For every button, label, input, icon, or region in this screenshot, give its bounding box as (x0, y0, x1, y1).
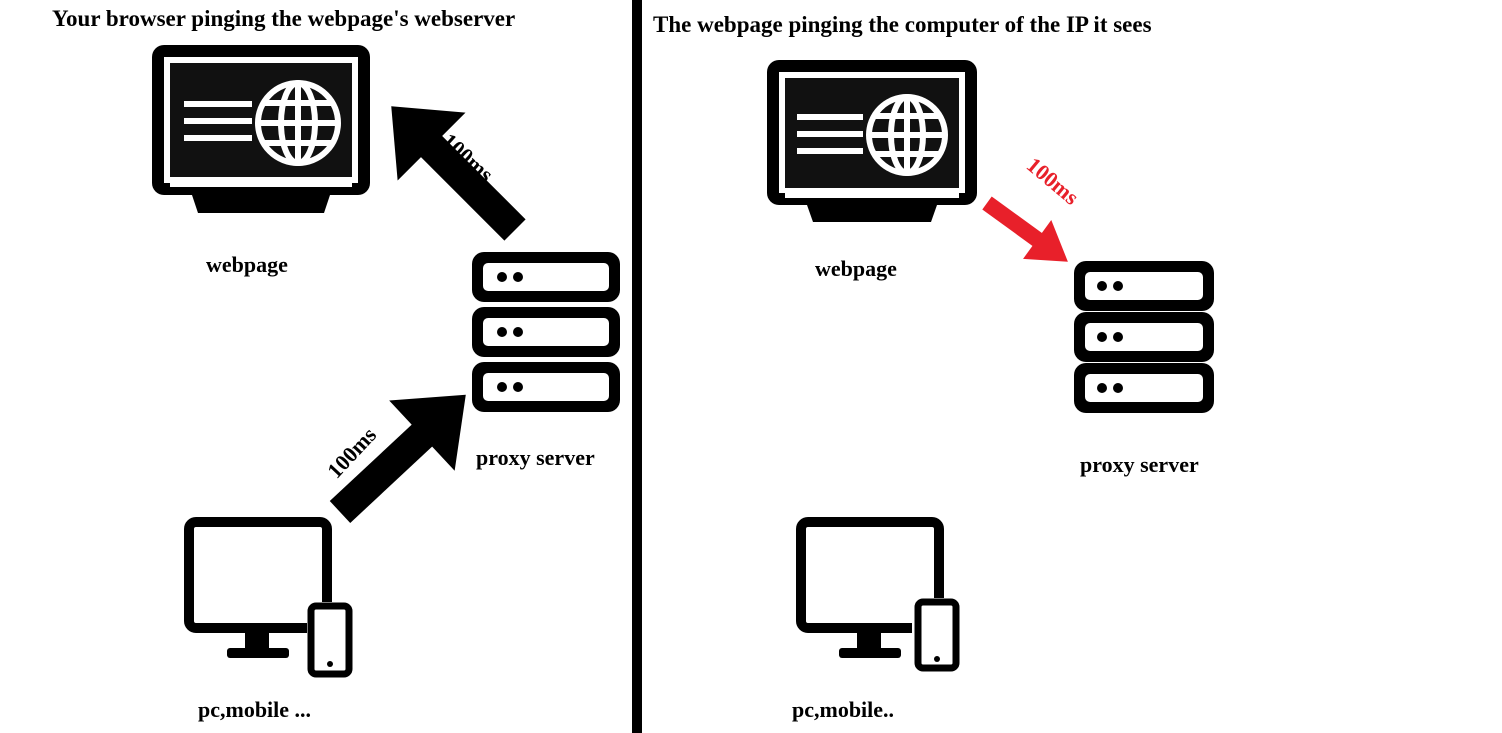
arrow-icon (982, 196, 1068, 262)
panel-divider (632, 0, 642, 733)
right-panel: The webpage pinging the computer of the … (642, 0, 1502, 733)
client-label: pc,mobile.. (792, 697, 895, 722)
proxy-server-label: proxy server (476, 445, 595, 470)
proxy-server-label: proxy server (1080, 452, 1199, 477)
proxy-server-icon (1074, 261, 1214, 413)
left-diagram (152, 45, 620, 678)
arrow-icon (329, 394, 466, 523)
left-panel: Your browser pinging the webpage's webse… (0, 0, 632, 733)
arrow-icon (391, 106, 526, 241)
webpage-label: webpage (815, 256, 897, 281)
client-label: pc,mobile ... (198, 697, 312, 722)
proxy-server-icon (472, 252, 620, 412)
right-diagram (767, 60, 1214, 672)
webpage-monitor-icon (767, 60, 977, 222)
pc-mobile-icon (796, 517, 962, 672)
webpage-label: webpage (206, 252, 288, 277)
webpage-monitor-icon (152, 45, 370, 213)
pc-mobile-icon (184, 517, 353, 678)
right-panel-title: The webpage pinging the computer of the … (653, 12, 1152, 37)
left-panel-title: Your browser pinging the webpage's webse… (52, 6, 516, 31)
